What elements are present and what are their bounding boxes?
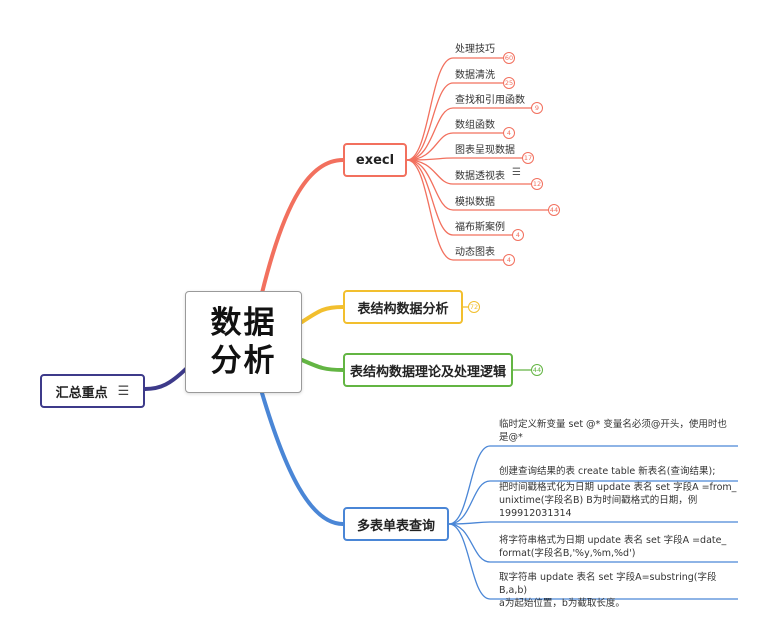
excel-item-badge[interactable]: 17 — [522, 152, 534, 164]
branch-table-theory[interactable]: 表结构数据理论及处理逻辑 — [343, 353, 513, 387]
excel-item-badge[interactable]: 4 — [503, 254, 515, 266]
excel-item[interactable]: 处理技巧 — [455, 44, 495, 55]
multi-query-item[interactable]: 创建查询结果的表 create table 新表名(查询结果); — [499, 466, 716, 477]
excel-item[interactable]: 数据清洗 — [455, 70, 495, 81]
excel-item[interactable]: 查找和引用函数 — [455, 95, 525, 106]
branch-multi-query-label: 多表单表查询 — [356, 518, 435, 534]
branch-table-analysis-badge[interactable]: 72 — [468, 301, 480, 313]
excel-item-badge[interactable]: 12 — [531, 178, 543, 190]
notes-icon[interactable]: ☰ — [512, 167, 521, 178]
branch-multi-query[interactable]: 多表单表查询 — [343, 507, 449, 541]
branch-excel-label: execl — [355, 152, 395, 168]
excel-item[interactable]: 模拟数据 — [455, 197, 495, 208]
central-topic[interactable]: 数据 分析 — [185, 291, 302, 393]
branch-table-analysis-label: 表结构数据分析 — [357, 301, 449, 317]
branch-table-theory-label: 表结构数据理论及处理逻辑 — [350, 364, 507, 380]
branch-table-analysis[interactable]: 表结构数据分析 — [343, 290, 463, 324]
excel-item[interactable]: 图表呈现数据 — [455, 145, 515, 156]
multi-query-item[interactable]: 将字符串格式为日期 update 表名 set 字段A =date_ forma… — [499, 535, 727, 559]
multi-query-item[interactable]: 把时间戳格式化为日期 update 表名 set 字段A =from_ unix… — [499, 482, 737, 519]
excel-item-badge[interactable]: 4 — [512, 229, 524, 241]
excel-item-badge[interactable]: 60 — [503, 52, 515, 64]
excel-item-badge[interactable]: 44 — [548, 204, 560, 216]
notes-icon[interactable]: ☰ — [117, 383, 130, 399]
branch-table-theory-badge[interactable]: 44 — [531, 364, 543, 376]
excel-item-badge[interactable]: 9 — [531, 102, 543, 114]
excel-item[interactable]: 数组函数 — [455, 120, 495, 131]
summary-label: 汇总重点 — [55, 385, 108, 401]
excel-item[interactable]: 动态图表 — [455, 247, 495, 258]
excel-item-badge[interactable]: 25 — [503, 77, 515, 89]
multi-query-item[interactable]: 临时定义新变量 set @* 变量名必须@开头，使用时也 是@* — [499, 419, 727, 443]
central-topic-line2: 分析 — [210, 343, 277, 379]
excel-item[interactable]: 福布斯案例 — [455, 222, 505, 233]
excel-item-badge[interactable]: 4 — [503, 127, 515, 139]
central-topic-line1: 数据 — [210, 305, 277, 341]
excel-item[interactable]: 数据透视表 — [455, 171, 505, 182]
summary-node[interactable]: 汇总重点 ☰ — [40, 374, 145, 408]
multi-query-item[interactable]: 取字符串 update 表名 set 字段A=substring(字段B,a,b… — [499, 572, 717, 609]
branch-excel[interactable]: execl — [343, 143, 407, 177]
